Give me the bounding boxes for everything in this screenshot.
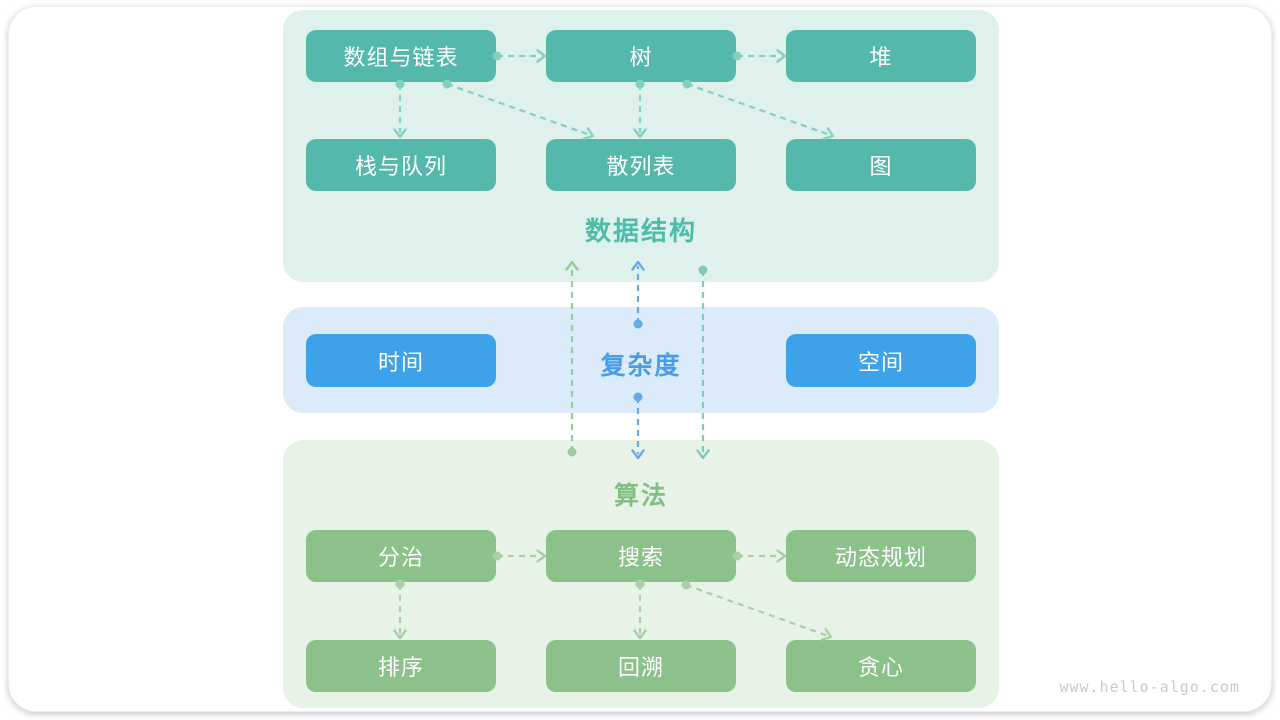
node-divide-conquer: 分治 [306, 530, 496, 582]
node-space: 空间 [786, 334, 976, 387]
node-stack-queue: 栈与队列 [306, 139, 496, 191]
node-greedy: 贪心 [786, 640, 976, 692]
label-algorithms: 算法 [613, 482, 668, 510]
watermark: www.hello-algo.com [1059, 678, 1240, 696]
node-graph: 图 [786, 139, 976, 191]
node-hash-table: 散列表 [546, 139, 736, 191]
node-arrays-linked-lists: 数组与链表 [306, 30, 496, 82]
node-time: 时间 [306, 334, 496, 387]
node-sorting: 排序 [306, 640, 496, 692]
node-heap: 堆 [786, 30, 976, 82]
node-backtracking: 回溯 [546, 640, 736, 692]
label-data-structures: 数据结构 [584, 216, 697, 246]
node-dynamic-programming: 动态规划 [786, 530, 976, 582]
node-search: 搜索 [546, 530, 736, 582]
node-tree: 树 [546, 30, 736, 82]
label-complexity: 复杂度 [600, 352, 682, 380]
